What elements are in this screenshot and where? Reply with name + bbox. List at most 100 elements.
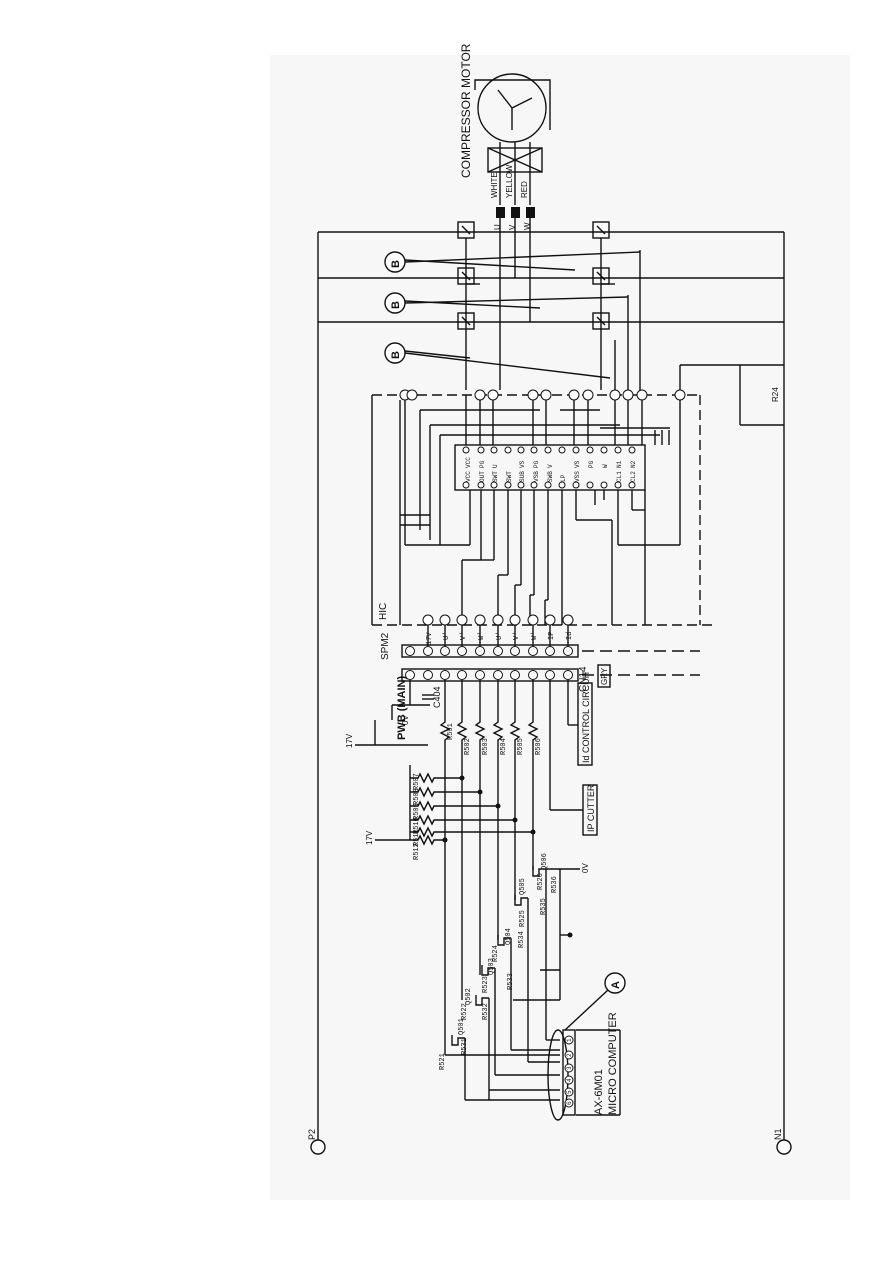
svg-text:VS: VS <box>519 460 526 468</box>
svg-text:PG: PG <box>479 460 486 468</box>
svg-text:OUT: OUT <box>479 471 486 482</box>
resistor-r509: R509 <box>410 800 501 820</box>
p2-label: P2 <box>307 1129 317 1140</box>
v17-label-bottom: 17V <box>365 830 374 845</box>
spm2-connector: SPM2 CN14 GRY <box>380 632 700 692</box>
svg-text:CL2: CL2 <box>630 471 637 482</box>
svg-text:B: B <box>390 260 402 268</box>
resistor-r505: R505 <box>509 680 525 900</box>
connector-pins <box>405 625 573 680</box>
svg-text:17V: 17V <box>426 632 434 645</box>
pin-top-row <box>405 646 573 656</box>
svg-text:B: B <box>390 301 402 309</box>
svg-text:R534: R534 <box>518 931 526 948</box>
svg-text:A: A <box>610 981 622 989</box>
svg-text:R522: R522 <box>461 1003 469 1020</box>
svg-text:SWB: SWB <box>547 471 554 482</box>
resistor-r507: R507 <box>410 772 465 790</box>
svg-text:SWT: SWT <box>492 471 499 482</box>
svg-text:R524: R524 <box>492 945 500 962</box>
schematic-sheet <box>270 55 850 1200</box>
gate-driver-ic <box>454 444 646 491</box>
terminal-w <box>526 207 535 218</box>
v17-label-top: 17V <box>345 733 354 748</box>
resistor-r510: R510 <box>410 814 518 834</box>
callout-a <box>604 972 626 994</box>
pwb-main-label: PWB (MAIN) <box>396 676 408 740</box>
terminal-u <box>496 207 505 218</box>
svg-text:R503: R503 <box>482 738 490 755</box>
svg-text:R506: R506 <box>535 738 543 755</box>
micro-computer-label: MICRO COMPUTER <box>607 1012 619 1115</box>
svg-text:IP CUTTER: IP CUTTER <box>586 784 596 832</box>
svg-text:IP: IP <box>548 632 556 640</box>
callout-b-group: B B B <box>384 251 641 379</box>
svg-text:SUB: SUB <box>519 471 526 482</box>
svg-text:N1: N1 <box>616 460 623 468</box>
terminal-v <box>511 207 520 218</box>
svg-text:3: 3 <box>566 1066 573 1070</box>
svg-text:Q506: Q506 <box>541 853 549 870</box>
compressor-motor-label: COMPRESSOR MOTOR <box>459 43 473 178</box>
transistor-q505: Q505 R525 R535 <box>514 878 548 927</box>
svg-text:Id CONTROL CIRCUIT: Id CONTROL CIRCUIT <box>581 670 591 763</box>
resistor-r506: R506 <box>527 680 543 870</box>
pullup-resistors: R507 R508 R509 R510 R511 R512 17V <box>365 765 536 860</box>
svg-text:R507: R507 <box>413 773 421 790</box>
pin-bottom-row <box>405 670 573 680</box>
svg-text:R510: R510 <box>413 817 421 834</box>
hic-module: HIC <box>371 364 740 626</box>
transistor-q502: Q502 R522 R532 <box>461 988 490 1020</box>
svg-text:R511: R511 <box>413 829 421 846</box>
wire-red-label: RED <box>520 181 529 198</box>
svg-text:PG: PG <box>533 460 540 468</box>
svg-text:CL1: CL1 <box>616 471 623 482</box>
resistor-r512: R512 <box>410 834 448 860</box>
resistor-r508: R508 <box>410 786 483 805</box>
svg-text:R505: R505 <box>517 738 525 755</box>
svg-text:R502: R502 <box>464 738 472 755</box>
transistor-q504: Q504 R524 R534 <box>492 928 526 962</box>
transistor-q506: Q506 R526 R536 <box>532 853 559 893</box>
svg-text:B: B <box>390 351 402 359</box>
svg-text:W': W' <box>531 632 539 640</box>
svg-text:W': W' <box>478 632 486 640</box>
micro-model-label: AX-6M01 <box>593 1069 605 1115</box>
svg-text:6: 6 <box>566 1101 573 1105</box>
igbt-lower-u <box>592 221 610 239</box>
ic-pin-circles <box>462 446 636 489</box>
svg-text:R509: R509 <box>413 803 421 820</box>
svg-text:V': V' <box>460 632 468 640</box>
wire-yellow-label: YELLOW <box>505 164 514 198</box>
svg-text:R512: R512 <box>413 843 421 860</box>
phase-w-label: W <box>523 222 532 230</box>
svg-text:SWT: SWT <box>506 471 513 482</box>
cn14-label: CN14 <box>578 666 589 692</box>
svg-text:VCC: VCC <box>465 471 472 482</box>
svg-text:U': U' <box>443 632 451 640</box>
svg-text:R535: R535 <box>540 898 548 915</box>
svg-text:N2: N2 <box>630 460 637 468</box>
svg-text:Q502: Q502 <box>465 988 473 1005</box>
svg-text:Q505: Q505 <box>519 878 527 895</box>
svg-text:R521: R521 <box>439 1053 447 1070</box>
svg-text:Id: Id <box>566 632 574 640</box>
phase-u-label: U <box>493 224 502 230</box>
ic-top-labels: VCC PG U VS PG V VS PG W N1 N2 <box>465 457 637 468</box>
hic-top-pins <box>399 389 686 401</box>
p2-terminal <box>310 1139 326 1155</box>
r24-label: R24 <box>771 387 780 402</box>
svg-text:2: 2 <box>566 1053 573 1057</box>
hic-internal-wiring <box>399 395 681 625</box>
phase-v-label: V <box>508 224 517 230</box>
svg-text:R525: R525 <box>519 910 527 927</box>
ip-cutter-box: IP CUTTER <box>549 680 598 836</box>
svg-text:4: 4 <box>566 1078 573 1082</box>
svg-text:V': V' <box>513 632 521 640</box>
svg-text:R523: R523 <box>482 976 490 993</box>
svg-text:R526: R526 <box>537 873 545 890</box>
id-control-box: Id CONTROL CIRCUIT <box>567 670 593 766</box>
driver-transistors: Q501 R521 R531 Q502 R522 R532 Q503 R523 … <box>439 853 590 1100</box>
